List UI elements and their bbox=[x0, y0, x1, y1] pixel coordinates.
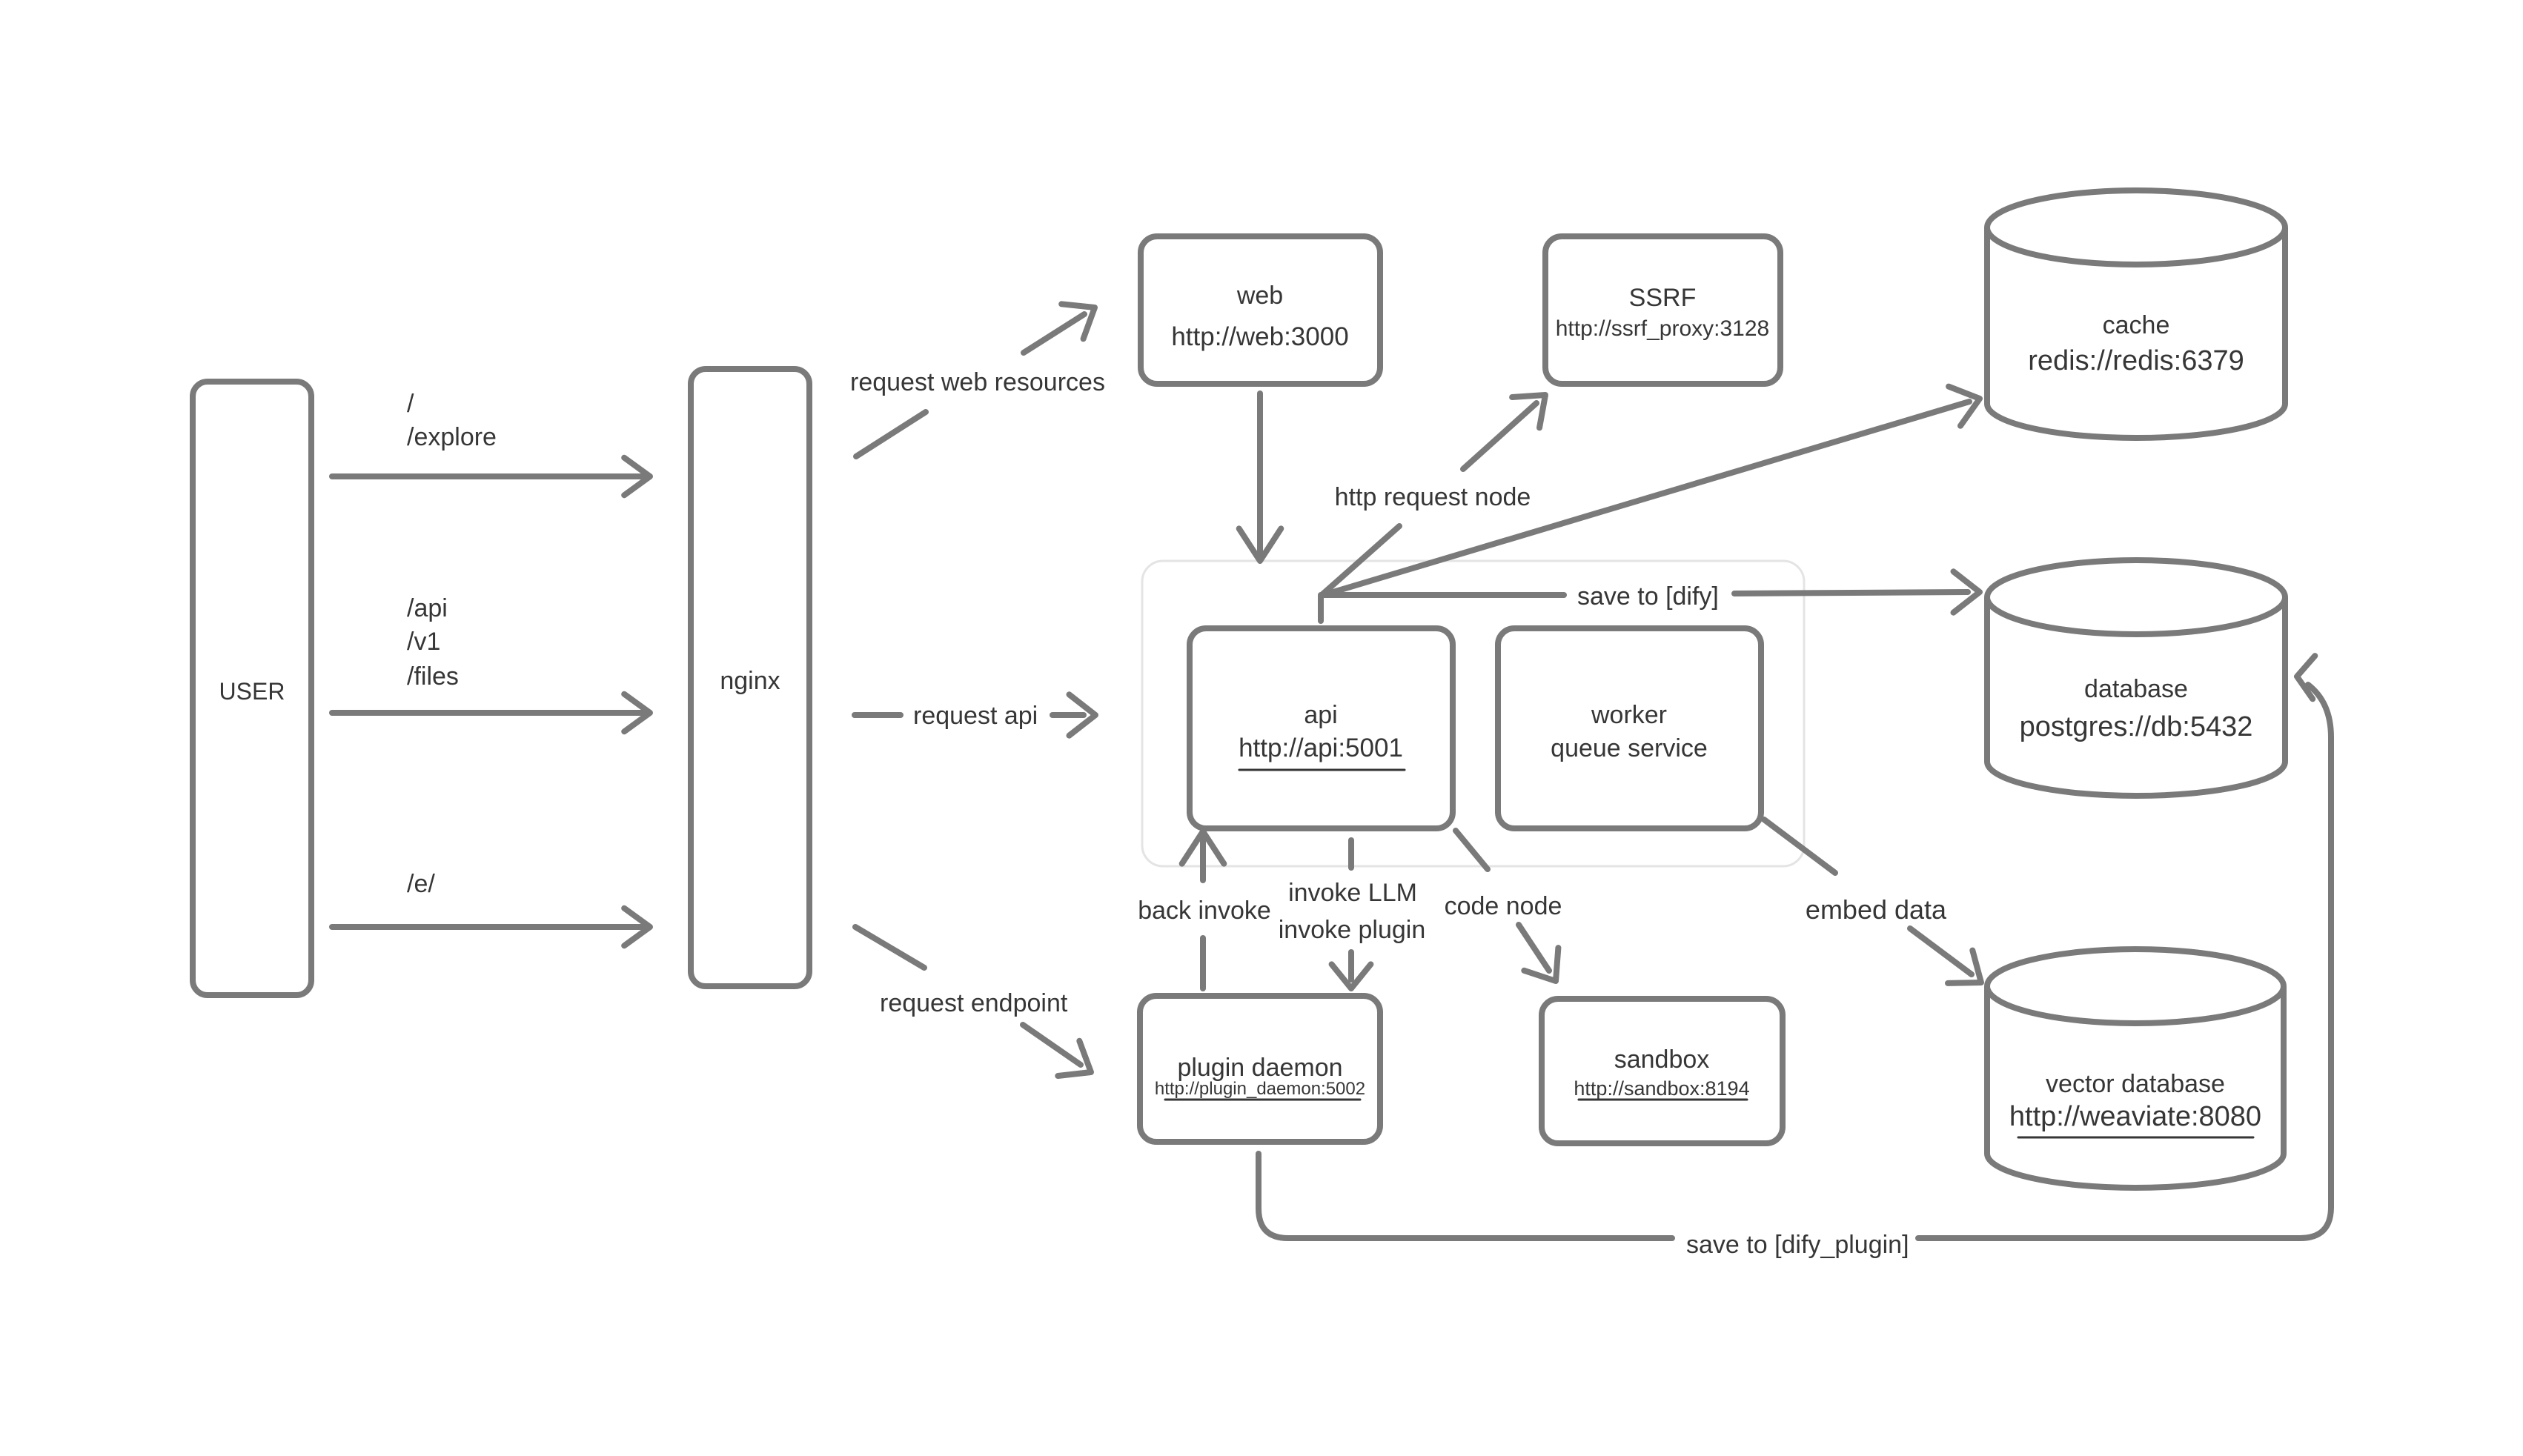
svg-text:/files: /files bbox=[407, 662, 459, 691]
svg-text:cache: cache bbox=[2103, 311, 2170, 339]
svg-text:redis://redis:6379: redis://redis:6379 bbox=[2028, 345, 2244, 376]
svg-text:sandbox: sandbox bbox=[1614, 1046, 1710, 1074]
svg-text:code node: code node bbox=[1445, 892, 1562, 920]
svg-text:plugin daemon: plugin daemon bbox=[1177, 1054, 1342, 1082]
svg-text:SSRF: SSRF bbox=[1629, 284, 1697, 312]
svg-text:request endpoint: request endpoint bbox=[880, 989, 1068, 1017]
svg-text:vector database: vector database bbox=[2046, 1070, 2225, 1098]
svg-text:/e/: /e/ bbox=[407, 870, 435, 898]
svg-text:/: / bbox=[407, 390, 414, 418]
svg-text:request api: request api bbox=[913, 702, 1038, 730]
svg-text:http://ssrf_proxy:3128: http://ssrf_proxy:3128 bbox=[1556, 316, 1770, 341]
svg-text:embed data: embed data bbox=[1806, 894, 1947, 925]
svg-text:http://weaviate:8080: http://weaviate:8080 bbox=[2009, 1101, 2261, 1132]
svg-text:web: web bbox=[1236, 282, 1283, 310]
svg-text:USER: USER bbox=[219, 678, 285, 705]
svg-text:save to [dify]: save to [dify] bbox=[1577, 582, 1719, 611]
svg-text:http request node: http request node bbox=[1335, 483, 1531, 511]
svg-text:/api: /api bbox=[407, 594, 448, 622]
svg-text:api: api bbox=[1304, 701, 1337, 729]
svg-text:invoke LLM: invoke LLM bbox=[1288, 879, 1417, 907]
svg-text:/explore: /explore bbox=[407, 423, 497, 451]
svg-text:/v1: /v1 bbox=[407, 628, 440, 656]
svg-text:nginx: nginx bbox=[720, 667, 780, 695]
svg-text:database: database bbox=[2084, 675, 2188, 703]
svg-text:request web resources: request web resources bbox=[850, 368, 1105, 396]
svg-text:http://plugin_daemon:5002: http://plugin_daemon:5002 bbox=[1155, 1079, 1365, 1099]
svg-text:http://sandbox:8194: http://sandbox:8194 bbox=[1574, 1077, 1749, 1100]
svg-text:worker: worker bbox=[1591, 701, 1667, 729]
svg-text:http://web:3000: http://web:3000 bbox=[1171, 322, 1348, 351]
svg-text:save to [dify_plugin]: save to [dify_plugin] bbox=[1686, 1231, 1909, 1259]
svg-text:queue service: queue service bbox=[1551, 734, 1708, 762]
svg-text:back invoke: back invoke bbox=[1138, 897, 1271, 925]
svg-text:invoke plugin: invoke plugin bbox=[1279, 916, 1425, 944]
svg-text:postgres://db:5432: postgres://db:5432 bbox=[2020, 711, 2253, 742]
svg-text:http://api:5001: http://api:5001 bbox=[1239, 734, 1403, 762]
